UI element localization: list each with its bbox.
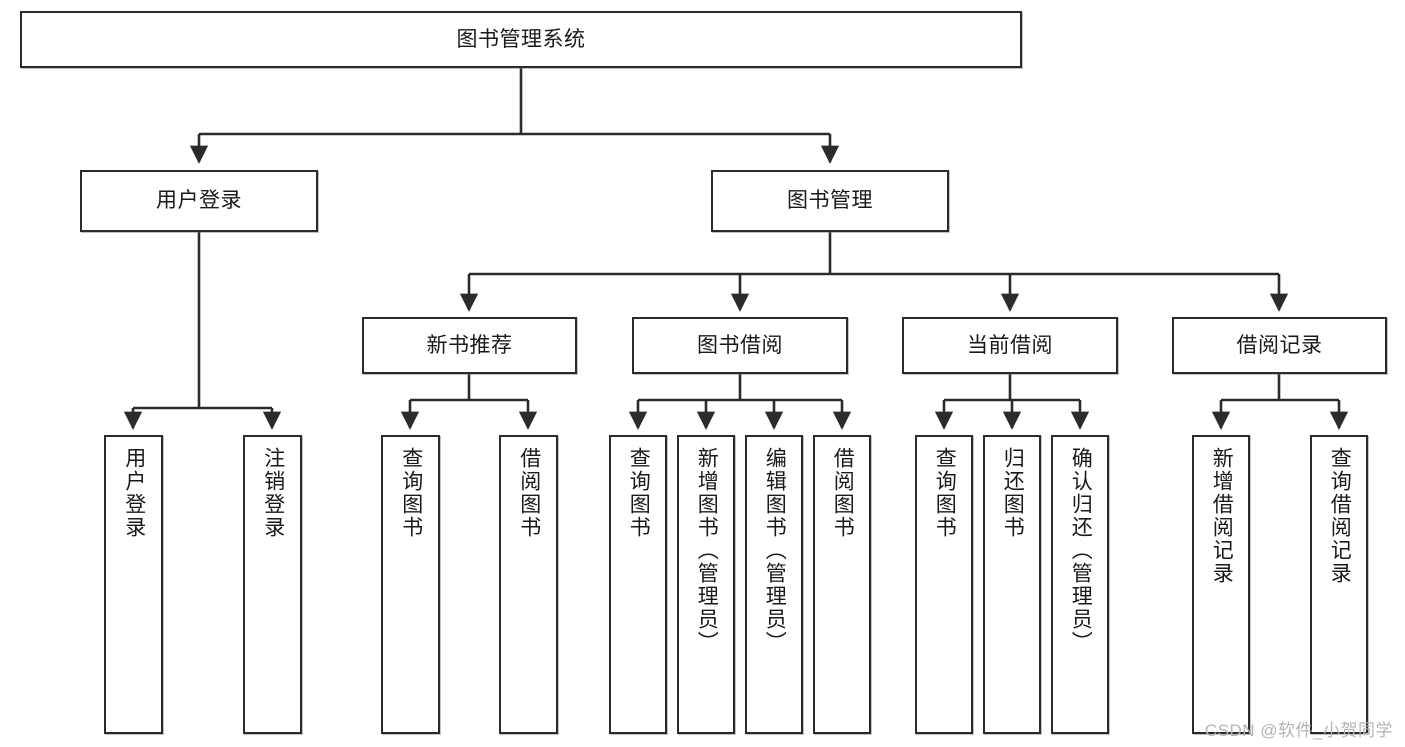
node-borrow-record[interactable]: 借阅记录	[1172, 317, 1387, 374]
node-label: 查询图书	[399, 447, 423, 539]
node-label: 图书借阅	[697, 333, 783, 357]
node-label: 借阅记录	[1236, 333, 1323, 357]
node-new-book-recommend[interactable]: 新书推荐	[362, 317, 577, 374]
node-leaf-return-book[interactable]: 归还图书	[983, 435, 1041, 734]
node-label: 新增图书（管理员）	[695, 447, 719, 654]
node-leaf-add-book-admin[interactable]: 新增图书（管理员）	[677, 435, 735, 734]
node-label: 用户登录	[156, 189, 242, 213]
node-label: 新增借阅记录	[1210, 447, 1234, 585]
node-leaf-query-book-current[interactable]: 查询图书	[915, 435, 973, 734]
node-book-borrow[interactable]: 图书借阅	[632, 317, 848, 374]
node-leaf-user-login[interactable]: 用户登录	[104, 435, 163, 734]
node-leaf-query-book-recommend[interactable]: 查询图书	[381, 435, 440, 734]
node-leaf-logout[interactable]: 注销登录	[243, 435, 302, 734]
node-leaf-edit-book-admin[interactable]: 编辑图书（管理员）	[745, 435, 803, 734]
node-root-book-management-system[interactable]: 图书管理系统	[20, 11, 1022, 68]
node-leaf-query-borrow-record[interactable]: 查询借阅记录	[1310, 435, 1368, 734]
node-label: 借阅图书	[517, 447, 541, 539]
node-label: 确认归还（管理员）	[1069, 447, 1093, 654]
node-book-management[interactable]: 图书管理	[711, 170, 949, 232]
node-label: 当前借阅	[967, 333, 1053, 357]
node-user-login[interactable]: 用户登录	[80, 170, 318, 232]
node-leaf-query-book-borrow[interactable]: 查询图书	[609, 435, 667, 734]
node-label: 查询图书	[933, 447, 957, 539]
node-leaf-add-borrow-record[interactable]: 新增借阅记录	[1192, 435, 1250, 734]
node-label: 查询图书	[627, 447, 651, 539]
watermark-text: CSDN @软件_小贺同学	[1204, 721, 1393, 740]
node-label: 查询借阅记录	[1328, 447, 1352, 585]
node-label: 新书推荐	[426, 333, 513, 357]
node-label: 图书管理	[787, 189, 873, 213]
node-leaf-borrow-book[interactable]: 借阅图书	[813, 435, 871, 734]
node-label: 编辑图书（管理员）	[763, 447, 787, 654]
node-label: 借阅图书	[831, 447, 855, 539]
node-label: 注销登录	[261, 447, 285, 539]
node-label: 归还图书	[1001, 447, 1025, 539]
node-leaf-confirm-return-admin[interactable]: 确认归还（管理员）	[1051, 435, 1109, 734]
node-leaf-borrow-book-recommend[interactable]: 借阅图书	[499, 435, 558, 734]
node-label: 图书管理系统	[456, 27, 586, 51]
node-label: 用户登录	[122, 447, 146, 539]
node-current-borrow[interactable]: 当前借阅	[902, 317, 1118, 374]
